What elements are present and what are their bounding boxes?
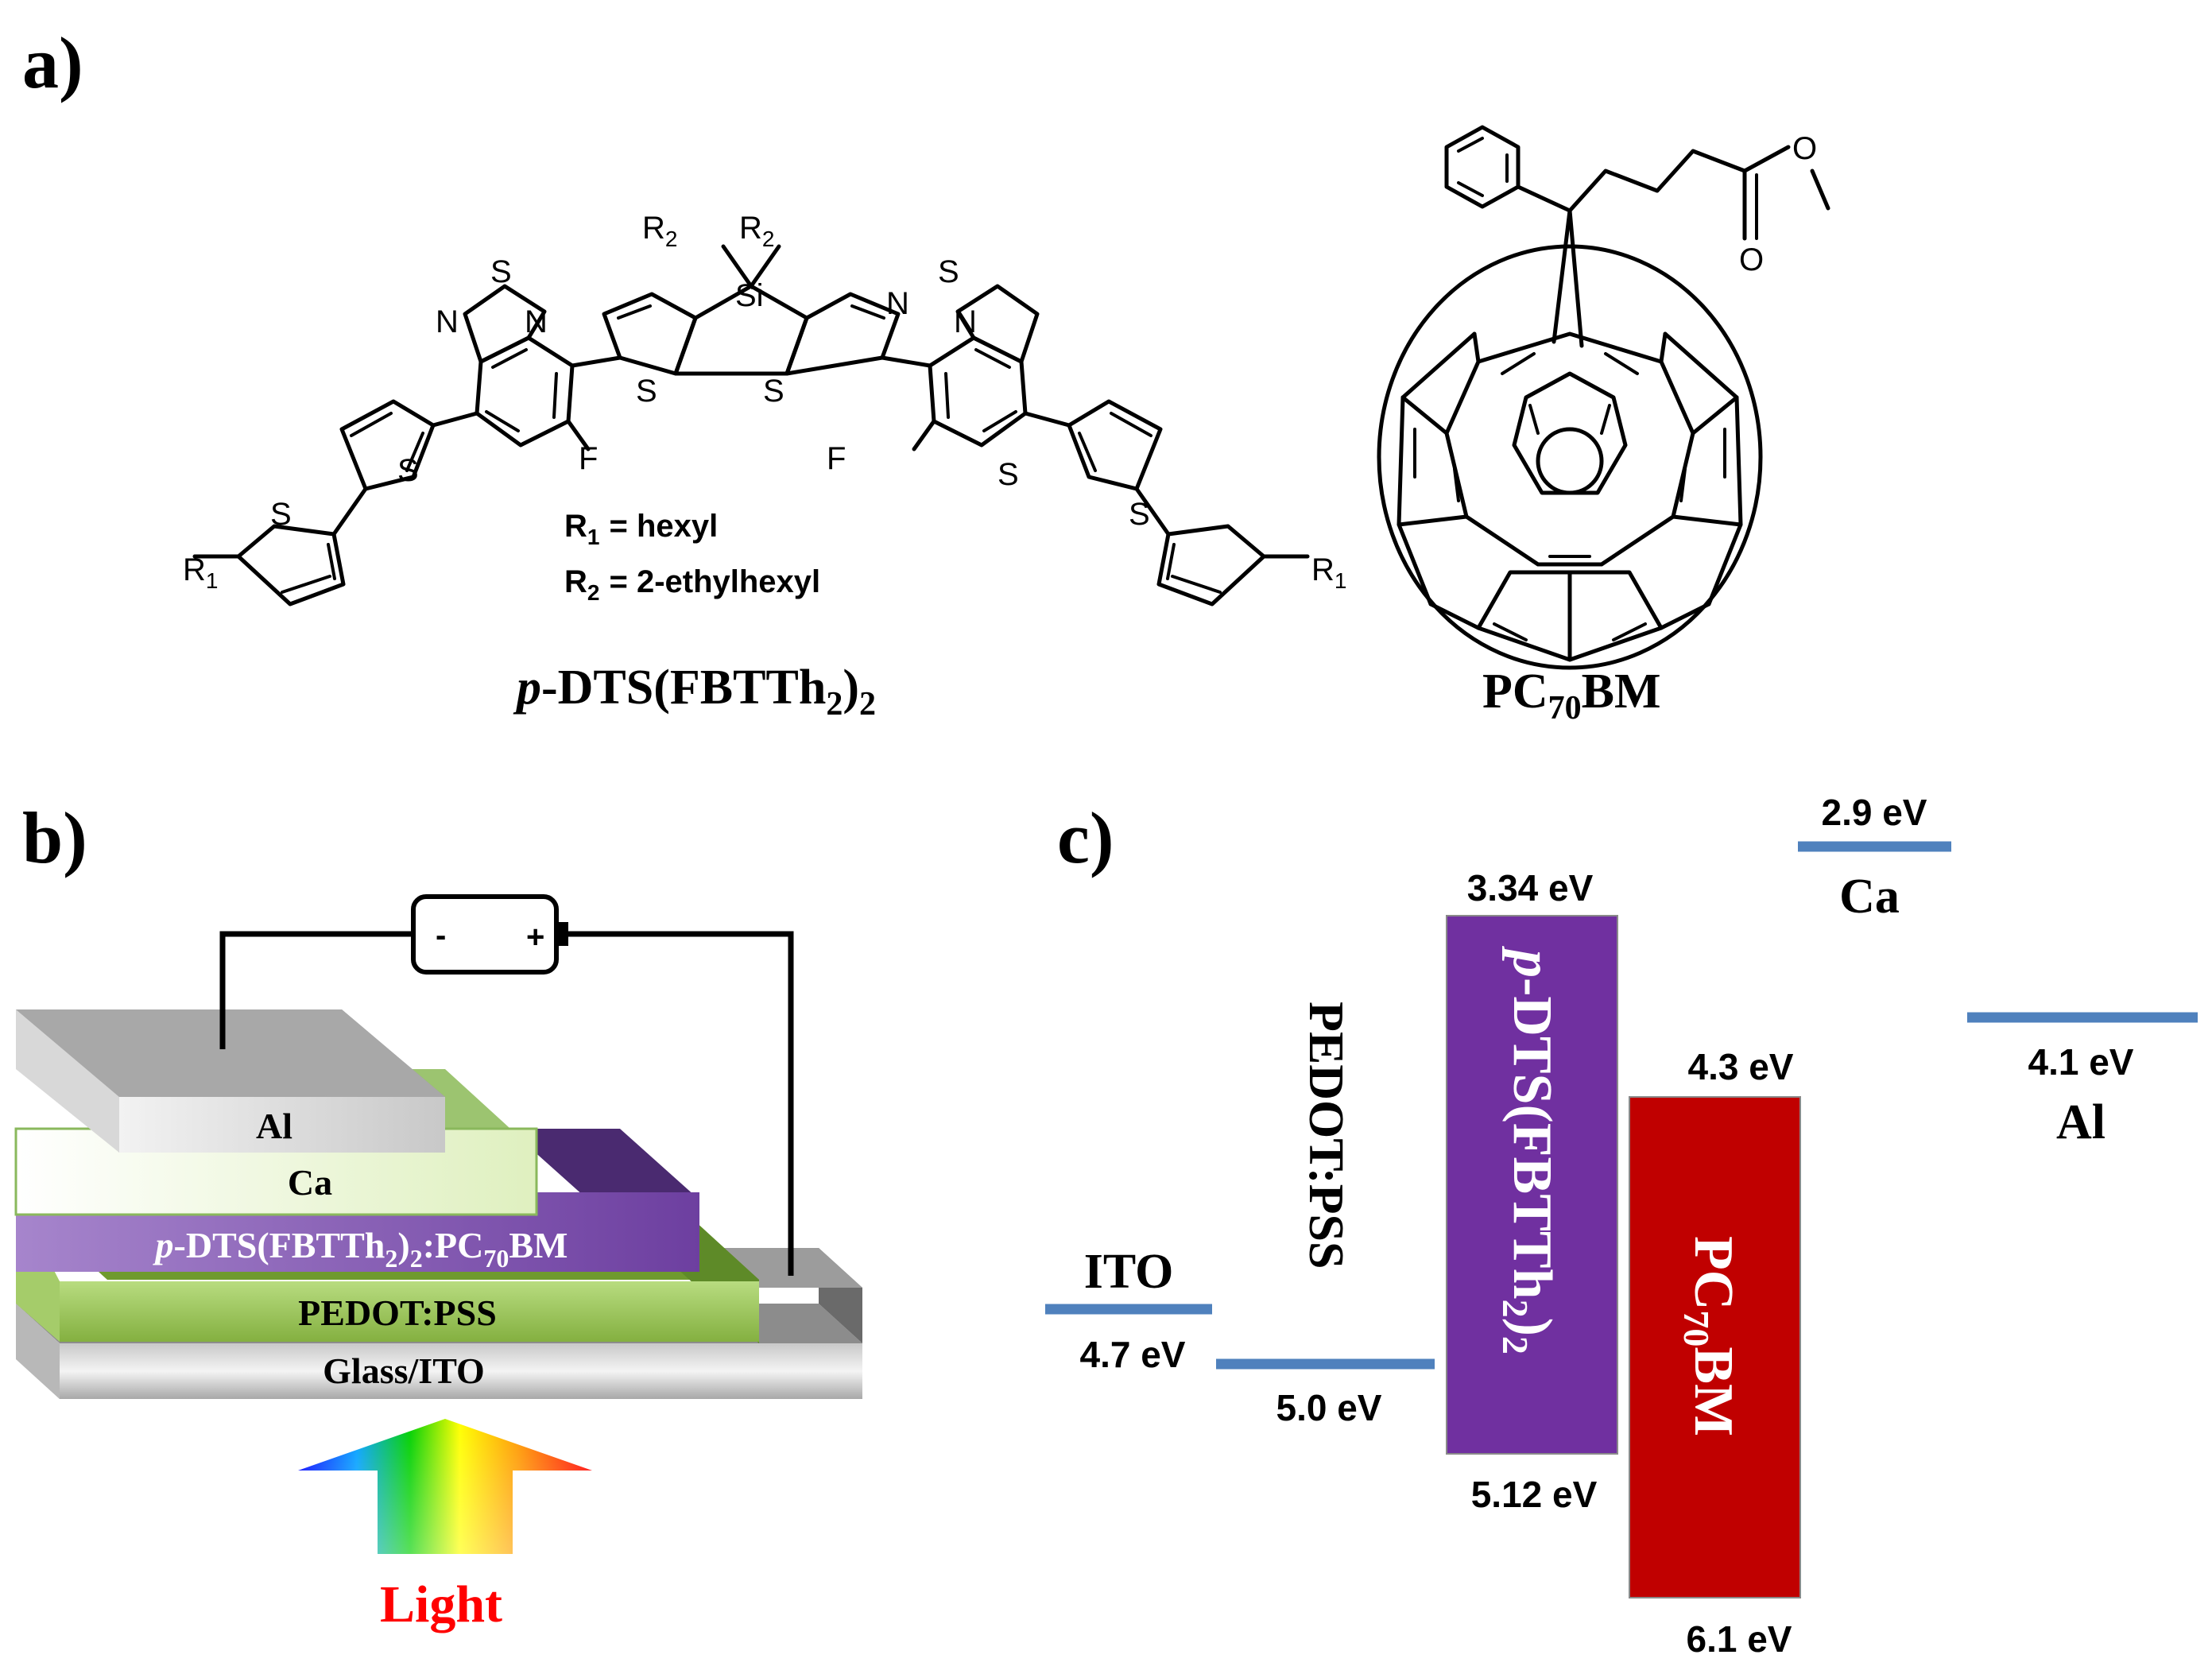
layer-label-al: Al (256, 1106, 292, 1146)
al-label: Al (2056, 1095, 2105, 1149)
thiophene-ring-1 (236, 524, 346, 606)
atom-o-ester: O (1792, 131, 1817, 166)
atom-s-dts-left: S (636, 374, 657, 409)
atom-s-ring4: S (1129, 497, 1150, 532)
r2-definition: R2= 2-ethylhexyl (564, 564, 820, 605)
light-label: Light (380, 1575, 502, 1633)
layer-label-ca: Ca (288, 1162, 332, 1203)
layer-label-active: p-DTS(FBTTh2)2:PC70BM (153, 1225, 568, 1273)
atom-n-left-2: N (525, 304, 548, 339)
donor-caption: p-DTS(FBTTh2)2 (513, 661, 876, 723)
fullerene-double-bonds (1413, 352, 1726, 641)
panel-label-a: a) (22, 22, 83, 103)
atom-s-dts-right: S (763, 374, 784, 409)
donor-atom-labels: R1 S S N S N F S S Si R2 R2 N S N F S S … (183, 211, 1346, 593)
al-value: 4.1 eV (2028, 1041, 2134, 1083)
panel-label-c: c) (1057, 797, 1114, 878)
light-arrow-icon (298, 1419, 592, 1554)
benzothiadiazole-left (463, 284, 575, 448)
atom-si: Si (735, 278, 764, 313)
r1-definition: R1= hexyl (564, 509, 718, 549)
panel-label-b: b) (22, 797, 87, 878)
donor-homo: 5.12 eV (1471, 1474, 1598, 1515)
acceptor-band-label: PC70BM (1676, 1236, 1744, 1436)
thiophene-ring-4 (1156, 524, 1266, 606)
thiophene-ring-3 (1067, 399, 1163, 491)
atom-s-bt-right: S (938, 254, 959, 289)
atom-n-right-1: N (886, 286, 909, 321)
atom-r2-left: R2 (642, 211, 677, 251)
atom-n-left-1: N (436, 304, 459, 339)
atom-f-right: F (827, 441, 846, 476)
ca-value: 2.9 eV (1822, 792, 1927, 833)
layer-label-glass-ito: Glass/ITO (323, 1350, 485, 1391)
ito-value: 4.7 eV (1080, 1334, 1186, 1375)
dithienosilole-core (602, 244, 901, 376)
battery-icon: - + (411, 894, 568, 975)
acceptor-caption: PC70BM (1482, 665, 1661, 727)
ito-label: ITO (1084, 1245, 1174, 1299)
atom-r1-right: R1 (1311, 552, 1346, 593)
thiophene-ring-2 (339, 399, 436, 491)
pedot-value: 5.0 eV (1276, 1387, 1382, 1428)
atom-n-right-2: N (954, 304, 977, 339)
pedot-label: PEDOT:PSS (1299, 1002, 1353, 1269)
atom-r1-left: R1 (183, 552, 218, 593)
pc70bm-structure (1377, 125, 1830, 670)
svg-text:+: + (526, 920, 544, 955)
atom-o-carbonyl: O (1739, 242, 1764, 277)
acceptor-lumo: 4.3 eV (1688, 1046, 1794, 1087)
donor-lumo: 3.34 eV (1467, 867, 1594, 909)
layer-al (16, 1009, 445, 1153)
circuit-wire (219, 931, 413, 1049)
energy-level-diagram: ITO 4.7 eV PEDOT:PSS 5.0 eV 3.34 eV 5.12… (1045, 792, 2198, 1660)
acceptor-homo: 6.1 eV (1687, 1618, 1792, 1660)
atom-s-ring3: S (998, 457, 1019, 492)
atom-s-ring2: S (397, 453, 419, 488)
benzothiadiazole-right (928, 284, 1040, 448)
layer-label-pedot: PEDOT:PSS (298, 1292, 497, 1333)
donor-molecule-structure (192, 244, 1310, 606)
atom-s-ring1: S (270, 497, 292, 532)
acceptor-band-box (1629, 1096, 1801, 1598)
device-stack: Glass/ITO PEDOT:PSS p-DTS(FBTTh2)2:PC70B… (14, 894, 862, 1399)
atom-s-bt-left: S (490, 254, 512, 289)
atom-f-left: F (579, 441, 598, 476)
ca-label: Ca (1839, 870, 1900, 924)
atom-r2-right: R2 (739, 211, 774, 251)
donor-band-box (1446, 915, 1618, 1455)
donor-band-label: p-DTS(FBTTh2)2 (1495, 946, 1563, 1354)
fullerene-hexagon-ring (1397, 331, 1743, 662)
svg-text:-: - (436, 918, 446, 953)
circuit-wire-return (560, 931, 794, 1276)
